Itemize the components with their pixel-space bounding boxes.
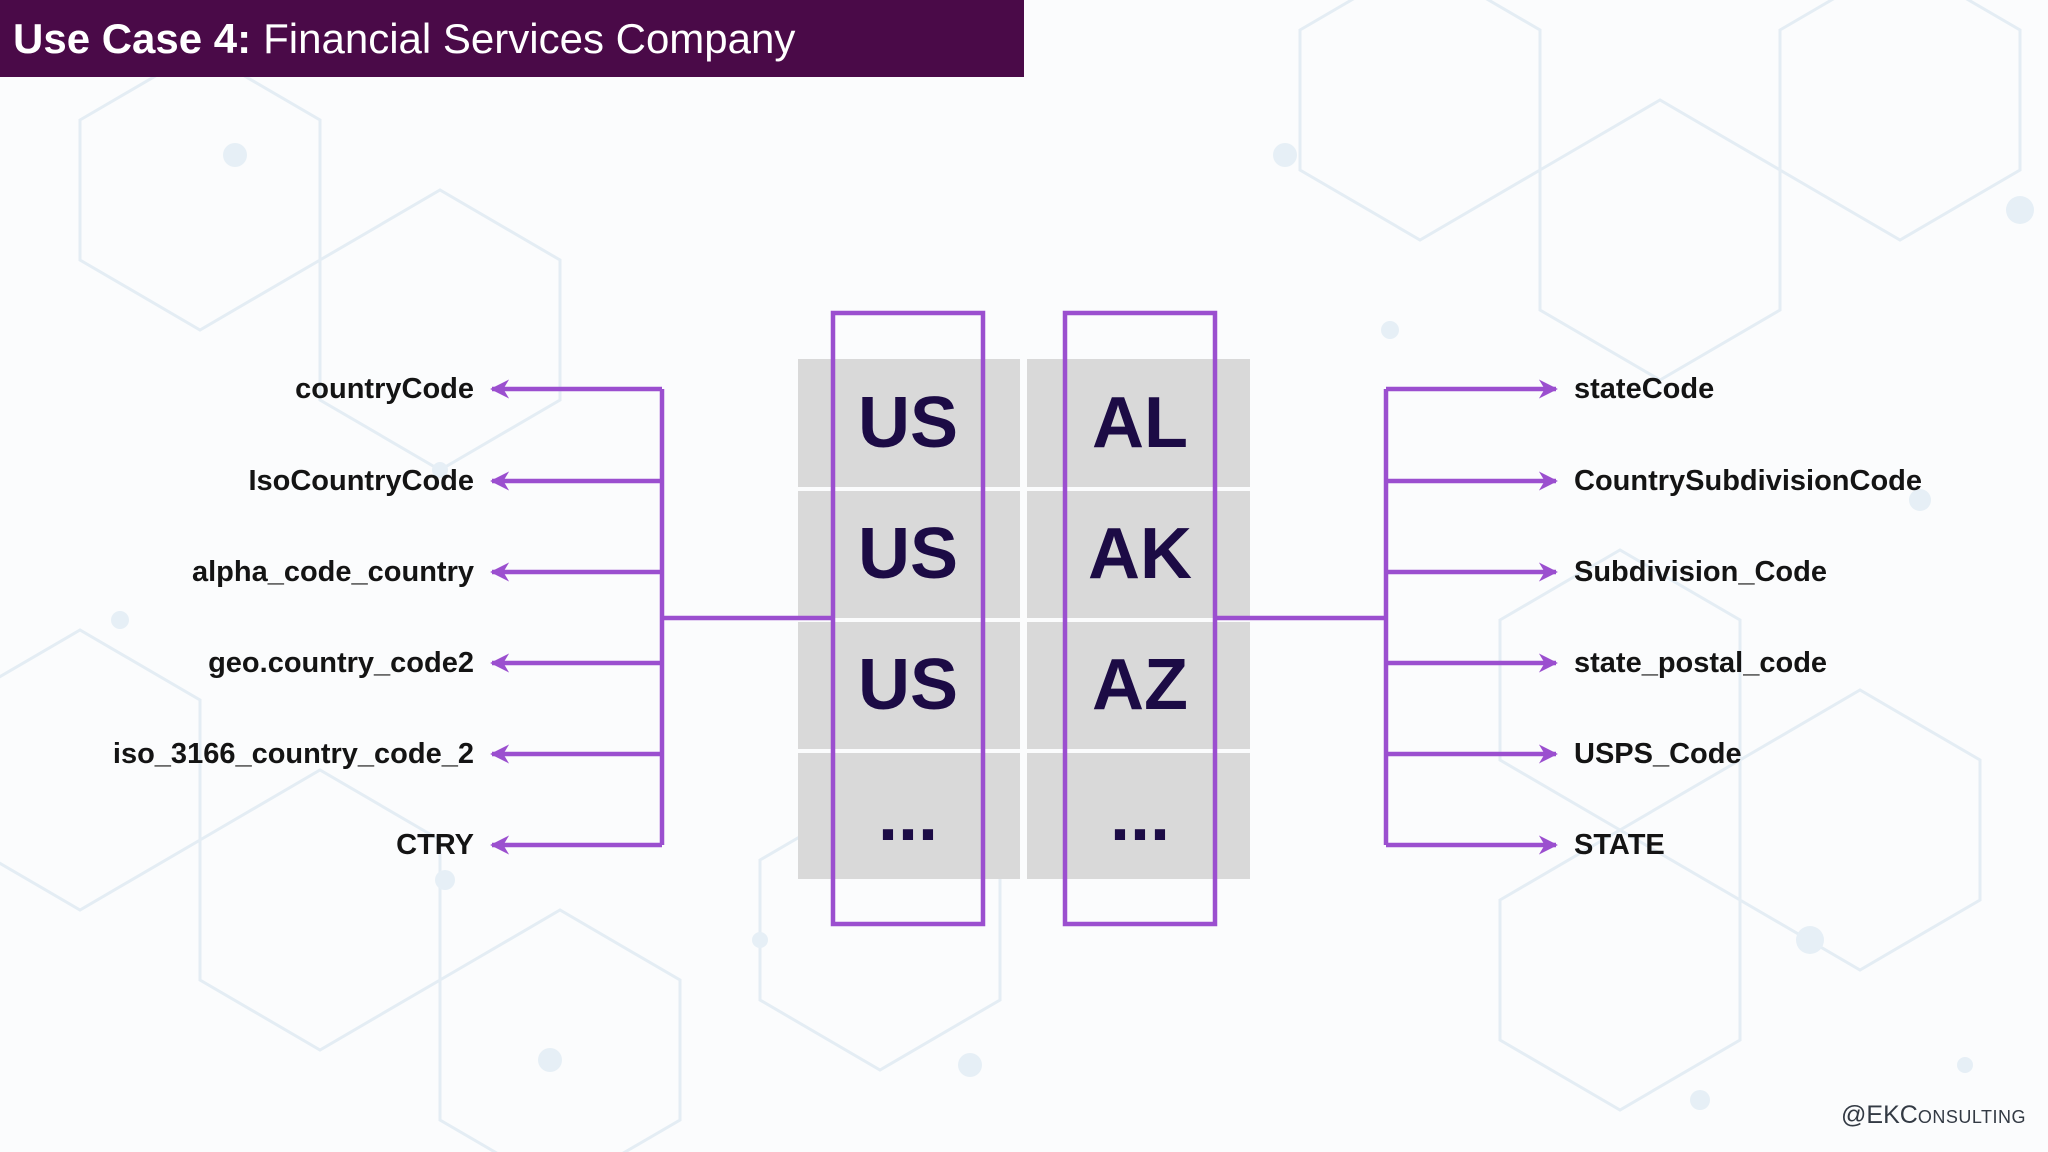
watermark-rest: ONSULTING [1917,1107,2026,1127]
country-code-cell: US [857,383,959,463]
country-ellipsis-cell: ... [877,776,938,856]
left-field-label: CTRY [396,829,474,861]
state-ellipsis-cell: ... [1109,776,1170,856]
left-field-label: iso_3166_country_code_2 [112,738,474,770]
country-code-cell: US [857,645,959,725]
right-field-label: Subdivision_Code [1574,556,1827,588]
title-bar: Use Case 4: Financial Services Company [0,0,1024,77]
right-field-label: stateCode [1574,373,1715,405]
left-field-label: geo.country_code2 [208,647,474,679]
right-field-label: USPS_Code [1574,738,1742,770]
state-code-cell: AK [1088,514,1192,594]
title-company: Financial Services Company [263,14,796,62]
watermark-initial: C [1899,1101,1918,1129]
right-field-label: CountrySubdivisionCode [1574,465,1922,497]
left-field-label: countryCode [295,373,474,405]
state-code-cell: AL [1092,383,1188,463]
right-field-label: state_postal_code [1574,647,1828,679]
left-field-label: IsoCountryCode [248,465,474,497]
right-field-label: STATE [1574,829,1665,861]
state-code-cell: AZ [1092,645,1188,725]
country-code-cell: US [857,514,959,594]
ek-consulting-watermark: @EKCONSULTING [1841,1101,2026,1130]
title-use-case: Use Case 4: [13,14,252,62]
left-field-label: alpha_code_country [191,556,474,588]
watermark-prefix: @EK [1841,1101,1900,1129]
